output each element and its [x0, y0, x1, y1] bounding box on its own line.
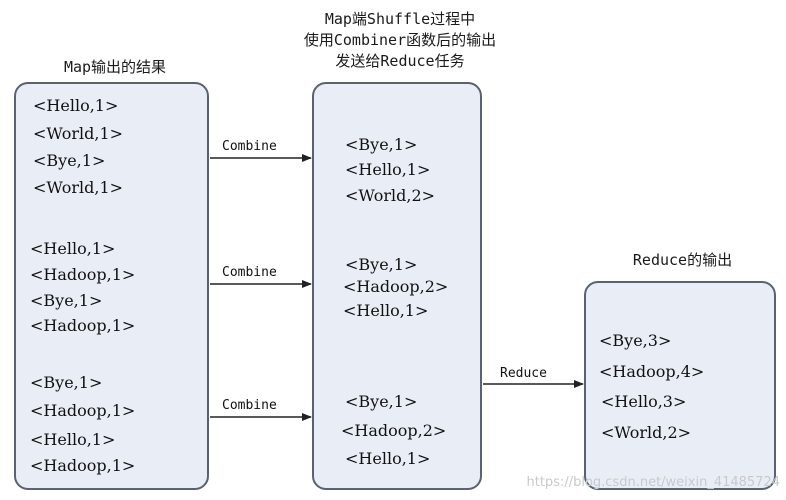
map-pair: <Bye,1> [30, 291, 103, 310]
combine-label-2: Combine [222, 265, 277, 280]
combined-pair: <Bye,1> [345, 135, 418, 154]
map-pair: <World,1> [33, 124, 124, 143]
combined-pair: <Bye,1> [345, 392, 418, 411]
heading-shuffle-line-1: Map端Shuffle过程中 [324, 10, 476, 28]
watermark: https://blog.csdn.net/weixin_41485724 [526, 475, 780, 490]
reduce-pair: <Bye,3> [599, 331, 672, 350]
combined-pair: <Hello,1> [345, 160, 431, 179]
map-pair: <Hadoop,1> [30, 316, 136, 335]
reduce-pair: <World,2> [601, 423, 692, 442]
map-pair: <Bye,1> [30, 373, 103, 392]
map-pair: <Bye,1> [33, 151, 106, 170]
map-pair: <Hadoop,1> [30, 401, 136, 420]
combine-label-3: Combine [222, 398, 277, 413]
reduce-output-box [584, 281, 776, 490]
combined-pair: <Hello,1> [345, 449, 431, 468]
combine-label-1: Combine [222, 139, 277, 154]
map-output-box [14, 82, 209, 490]
map-pair: <Hello,1> [33, 96, 119, 115]
combined-pair: <Hello,1> [343, 301, 429, 320]
combined-pair: <World,2> [345, 186, 436, 205]
heading-shuffle-title: Map端Shuffle过程中 使用Combiner函数后的输出 发送给Reduc… [270, 9, 530, 72]
map-pair: <World,1> [33, 178, 124, 197]
reduce-label: Reduce [500, 366, 547, 381]
reduce-pair: <Hadoop,4> [599, 362, 705, 381]
map-pair: <Hadoop,1> [30, 456, 136, 475]
combined-pair: <Bye,1> [345, 255, 418, 274]
heading-shuffle-line-2: 使用Combiner函数后的输出 [303, 31, 497, 49]
heading-reduce-output: Reduce的输出 [632, 251, 733, 269]
combined-output-box [312, 82, 482, 490]
map-pair: <Hello,1> [30, 430, 116, 449]
combined-pair: <Hadoop,2> [341, 421, 447, 440]
reduce-pair: <Hello,3> [601, 392, 687, 411]
map-pair: <Hello,1> [30, 239, 116, 258]
heading-shuffle-line-3: 发送给Reduce任务 [335, 52, 465, 70]
heading-map-output: Map输出的结果 [63, 58, 167, 76]
map-pair: <Hadoop,1> [30, 265, 136, 284]
combined-pair: <Hadoop,2> [343, 277, 449, 296]
